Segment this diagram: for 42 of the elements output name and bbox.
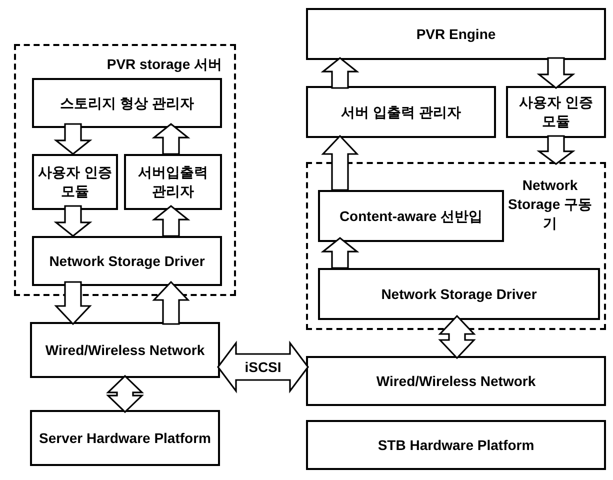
block-arrow <box>320 56 360 89</box>
box-label: Wired/Wireless Network <box>45 340 205 360</box>
box-label: Wired/Wireless Network <box>376 372 536 390</box>
process-box <box>306 356 606 406</box>
process-box <box>124 154 222 210</box>
process-box <box>306 86 496 138</box>
block-arrow <box>54 281 92 326</box>
process-box <box>32 78 222 128</box>
block-arrow <box>152 280 190 325</box>
box-label: Network Storage Driver <box>49 252 205 270</box>
block-arrow <box>320 236 360 269</box>
box-label: PVR Engine <box>416 24 496 44</box>
edge-label: iSCSI <box>244 359 282 375</box>
box-label: Content-aware 선반입 <box>339 206 483 226</box>
block-arrow <box>152 204 190 237</box>
process-box <box>32 154 118 210</box>
process-box <box>306 8 606 60</box>
process-box <box>306 420 606 470</box>
box-label: PVR storage 서버 <box>106 55 222 74</box>
box-label: 사용자 인증 모듈 <box>38 163 112 201</box>
box-label: 사용자 인증 모듈 <box>518 93 594 131</box>
block-arrow <box>438 314 476 360</box>
process-box <box>318 268 600 320</box>
box-label: STB Hardware Platform <box>378 436 534 454</box>
block-arrow <box>54 205 92 238</box>
block-arrow <box>152 122 190 155</box>
box-label: 서버 입출력 관리자 <box>341 102 461 122</box>
block-arrow <box>54 123 92 156</box>
process-box <box>32 236 222 286</box>
box-label: 스토리지 형상 관리자 <box>60 94 194 112</box>
process-box <box>506 86 606 138</box>
process-box <box>30 410 220 466</box>
box-label: 서버입출력 관리자 <box>137 163 209 201</box>
box-label: Network Storage 구동기 <box>506 176 593 233</box>
box-label: Server Hardware Platform <box>39 428 211 448</box>
process-box <box>30 322 220 378</box>
box-label: Network Storage Driver <box>381 284 537 304</box>
block-arrow <box>321 134 359 191</box>
block-arrow <box>536 135 576 165</box>
block-arrow <box>106 374 144 414</box>
block-arrow <box>536 57 576 90</box>
process-box <box>318 190 504 242</box>
